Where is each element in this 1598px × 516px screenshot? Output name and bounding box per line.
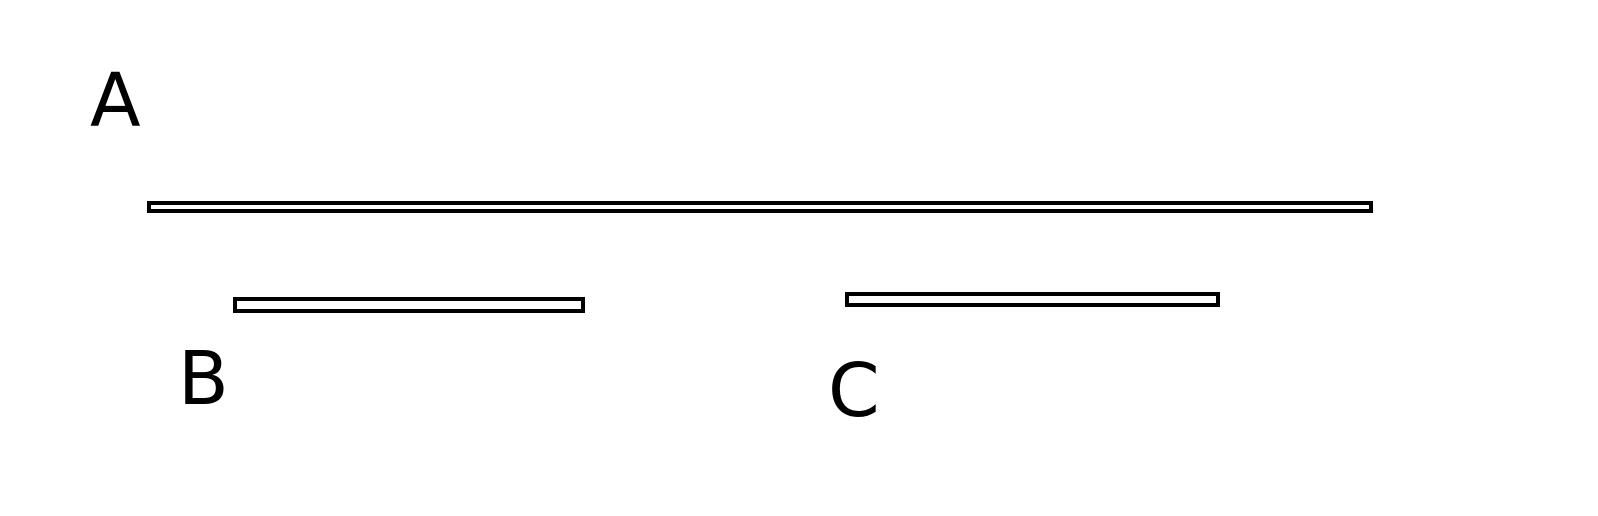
label-b: B bbox=[178, 336, 229, 422]
bar-b bbox=[233, 297, 585, 313]
label-c: C bbox=[828, 348, 880, 434]
label-a: A bbox=[90, 58, 141, 144]
bar-a bbox=[147, 201, 1373, 213]
bar-c bbox=[845, 292, 1220, 307]
